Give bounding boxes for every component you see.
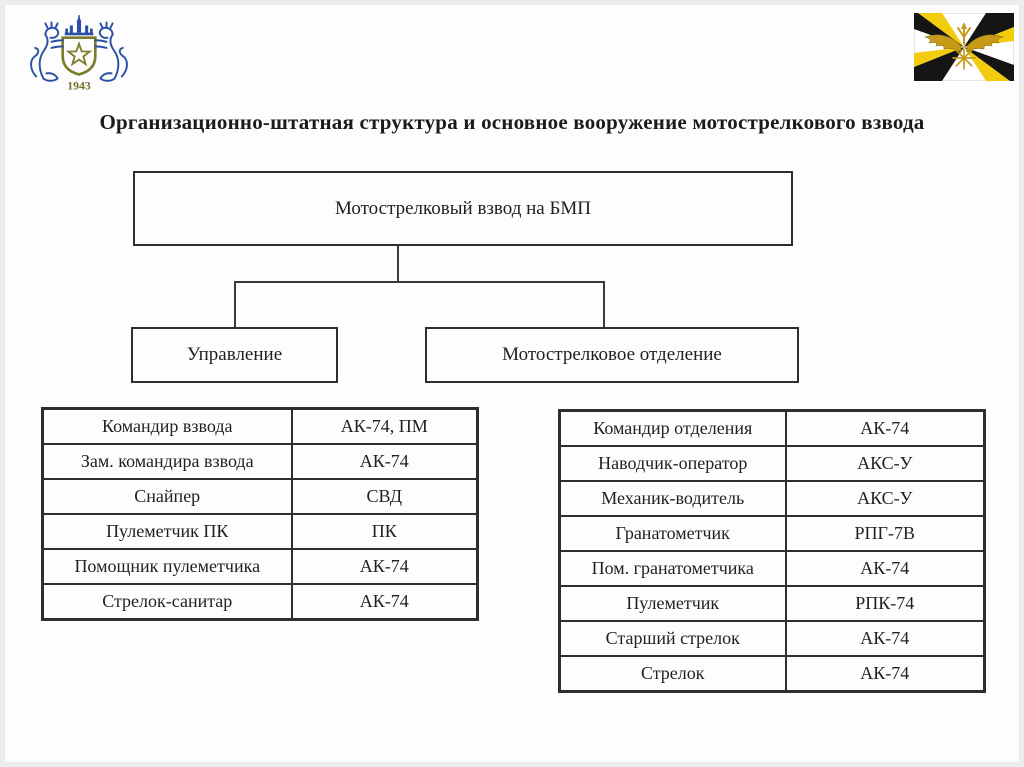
position-cell: Зам. командира взвода [41,443,293,480]
table-row: Гранатометчик РПГ-7В [558,515,986,552]
position-cell: Пом. гранатометчика [558,550,787,587]
weapon-cell: АКС-У [784,480,986,517]
position-cell: Командир взвода [41,407,293,445]
position-cell: Стрелок-санитар [41,583,293,621]
weapon-cell: РПК-74 [784,585,986,622]
weapon-cell: АК-74 [784,550,986,587]
org-node-squad: Мотострелковое отделение [425,327,799,383]
table-row: Пом. гранатометчика АК-74 [558,550,986,587]
signal-troops-flag-icon [913,12,1015,82]
connector-drop-left [234,281,236,327]
table-row: Пулеметчик ПК ПК [41,513,479,550]
table-row: Пулеметчик РПК-74 [558,585,986,622]
emblem-year-label: 1943 [67,80,91,93]
position-cell: Гранатометчик [558,515,787,552]
position-cell: Старший стрелок [558,620,787,657]
table-row: Командир отделения АК-74 [558,409,986,447]
position-cell: Стрелок [558,655,787,693]
weapon-cell: АК-74 [290,583,479,621]
table-row: Наводчик-оператор АКС-У [558,445,986,482]
emblem-lion-icon [30,21,64,82]
weapon-cell: АК-74, ПМ [290,407,479,445]
position-cell: Наводчик-оператор [558,445,787,482]
emblem-star-icon [65,41,93,67]
weapon-cell: АК-74 [290,443,479,480]
squad-weapons-table: Командир отделения АК-74 Наводчик-операт… [558,409,986,693]
table-row: Механик-водитель АКС-У [558,480,986,517]
weapon-cell: АК-74 [784,655,986,693]
org-node-command: Управление [131,327,338,383]
weapon-cell: АКС-У [784,445,986,482]
emblem-shield-icon [61,36,97,76]
table-row: Снайпер СВД [41,478,479,515]
connector-horizontal [234,281,605,283]
org-node-platoon: Мотострелковый взвод на БМП [133,171,793,246]
weapon-cell: АК-74 [784,620,986,657]
table-row: Командир взвода АК-74, ПМ [41,407,479,445]
weapon-cell: ПК [290,513,479,550]
connector-drop-right [603,281,605,327]
emblem-crown-icon [64,15,94,36]
table-row: Старший стрелок АК-74 [558,620,986,657]
slide-title: Организационно-штатная структура и основ… [99,110,925,134]
table-row: Стрелок АК-74 [558,655,986,693]
position-cell: Пулеметчик [558,585,787,622]
position-cell: Пулеметчик ПК [41,513,293,550]
position-cell: Снайпер [41,478,293,515]
position-cell: Механик-водитель [558,480,787,517]
connector-stem [397,246,399,283]
weapon-cell: РПГ-7В [784,515,986,552]
position-cell: Помощник пулеметчика [41,548,293,585]
position-cell: Командир отделения [558,409,787,447]
weapon-cell: СВД [290,478,479,515]
table-row: Стрелок-санитар АК-74 [41,583,479,621]
table-row: Помощник пулеметчика АК-74 [41,548,479,585]
weapon-cell: АК-74 [784,409,986,447]
academy-emblem-icon: 1943 [26,12,132,94]
command-weapons-table: Командир взвода АК-74, ПМ Зам. командира… [41,407,479,621]
weapon-cell: АК-74 [290,548,479,585]
table-row: Зам. командира взвода АК-74 [41,443,479,480]
flag-wings-emblem-icon [923,22,1004,70]
